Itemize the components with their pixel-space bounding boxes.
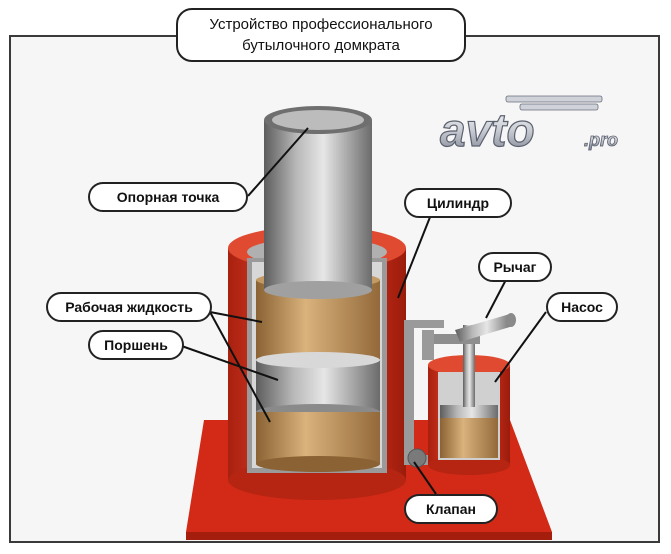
lever-shape (422, 313, 516, 360)
label-valve: Клапан (404, 494, 498, 524)
valve-shape (407, 448, 427, 468)
diagram-title: Устройство профессионального бутылочного… (176, 8, 466, 62)
label-piston: Поршень (88, 330, 184, 360)
pump-body (428, 325, 510, 475)
title-line-2: бутылочного домкрата (242, 37, 400, 54)
label-lever: Рычаг (478, 252, 552, 282)
logo-text-art: avto (440, 104, 535, 156)
avto-pro-logo: avto .pro (439, 95, 618, 157)
leader-lines (175, 127, 547, 495)
label-pump: Насос (546, 292, 618, 322)
pipe (404, 320, 414, 460)
fluid-lower (256, 412, 380, 464)
label-support-point: Опорная точка (88, 182, 248, 212)
ram (264, 106, 372, 299)
logo-suffix-art: .pro (584, 130, 618, 150)
label-cylinder: Цилиндр (404, 188, 512, 218)
piston-shape (256, 360, 380, 412)
title-line-1: Устройство профессионального (209, 16, 433, 33)
label-working-fluid: Рабочая жидкость (46, 292, 212, 322)
